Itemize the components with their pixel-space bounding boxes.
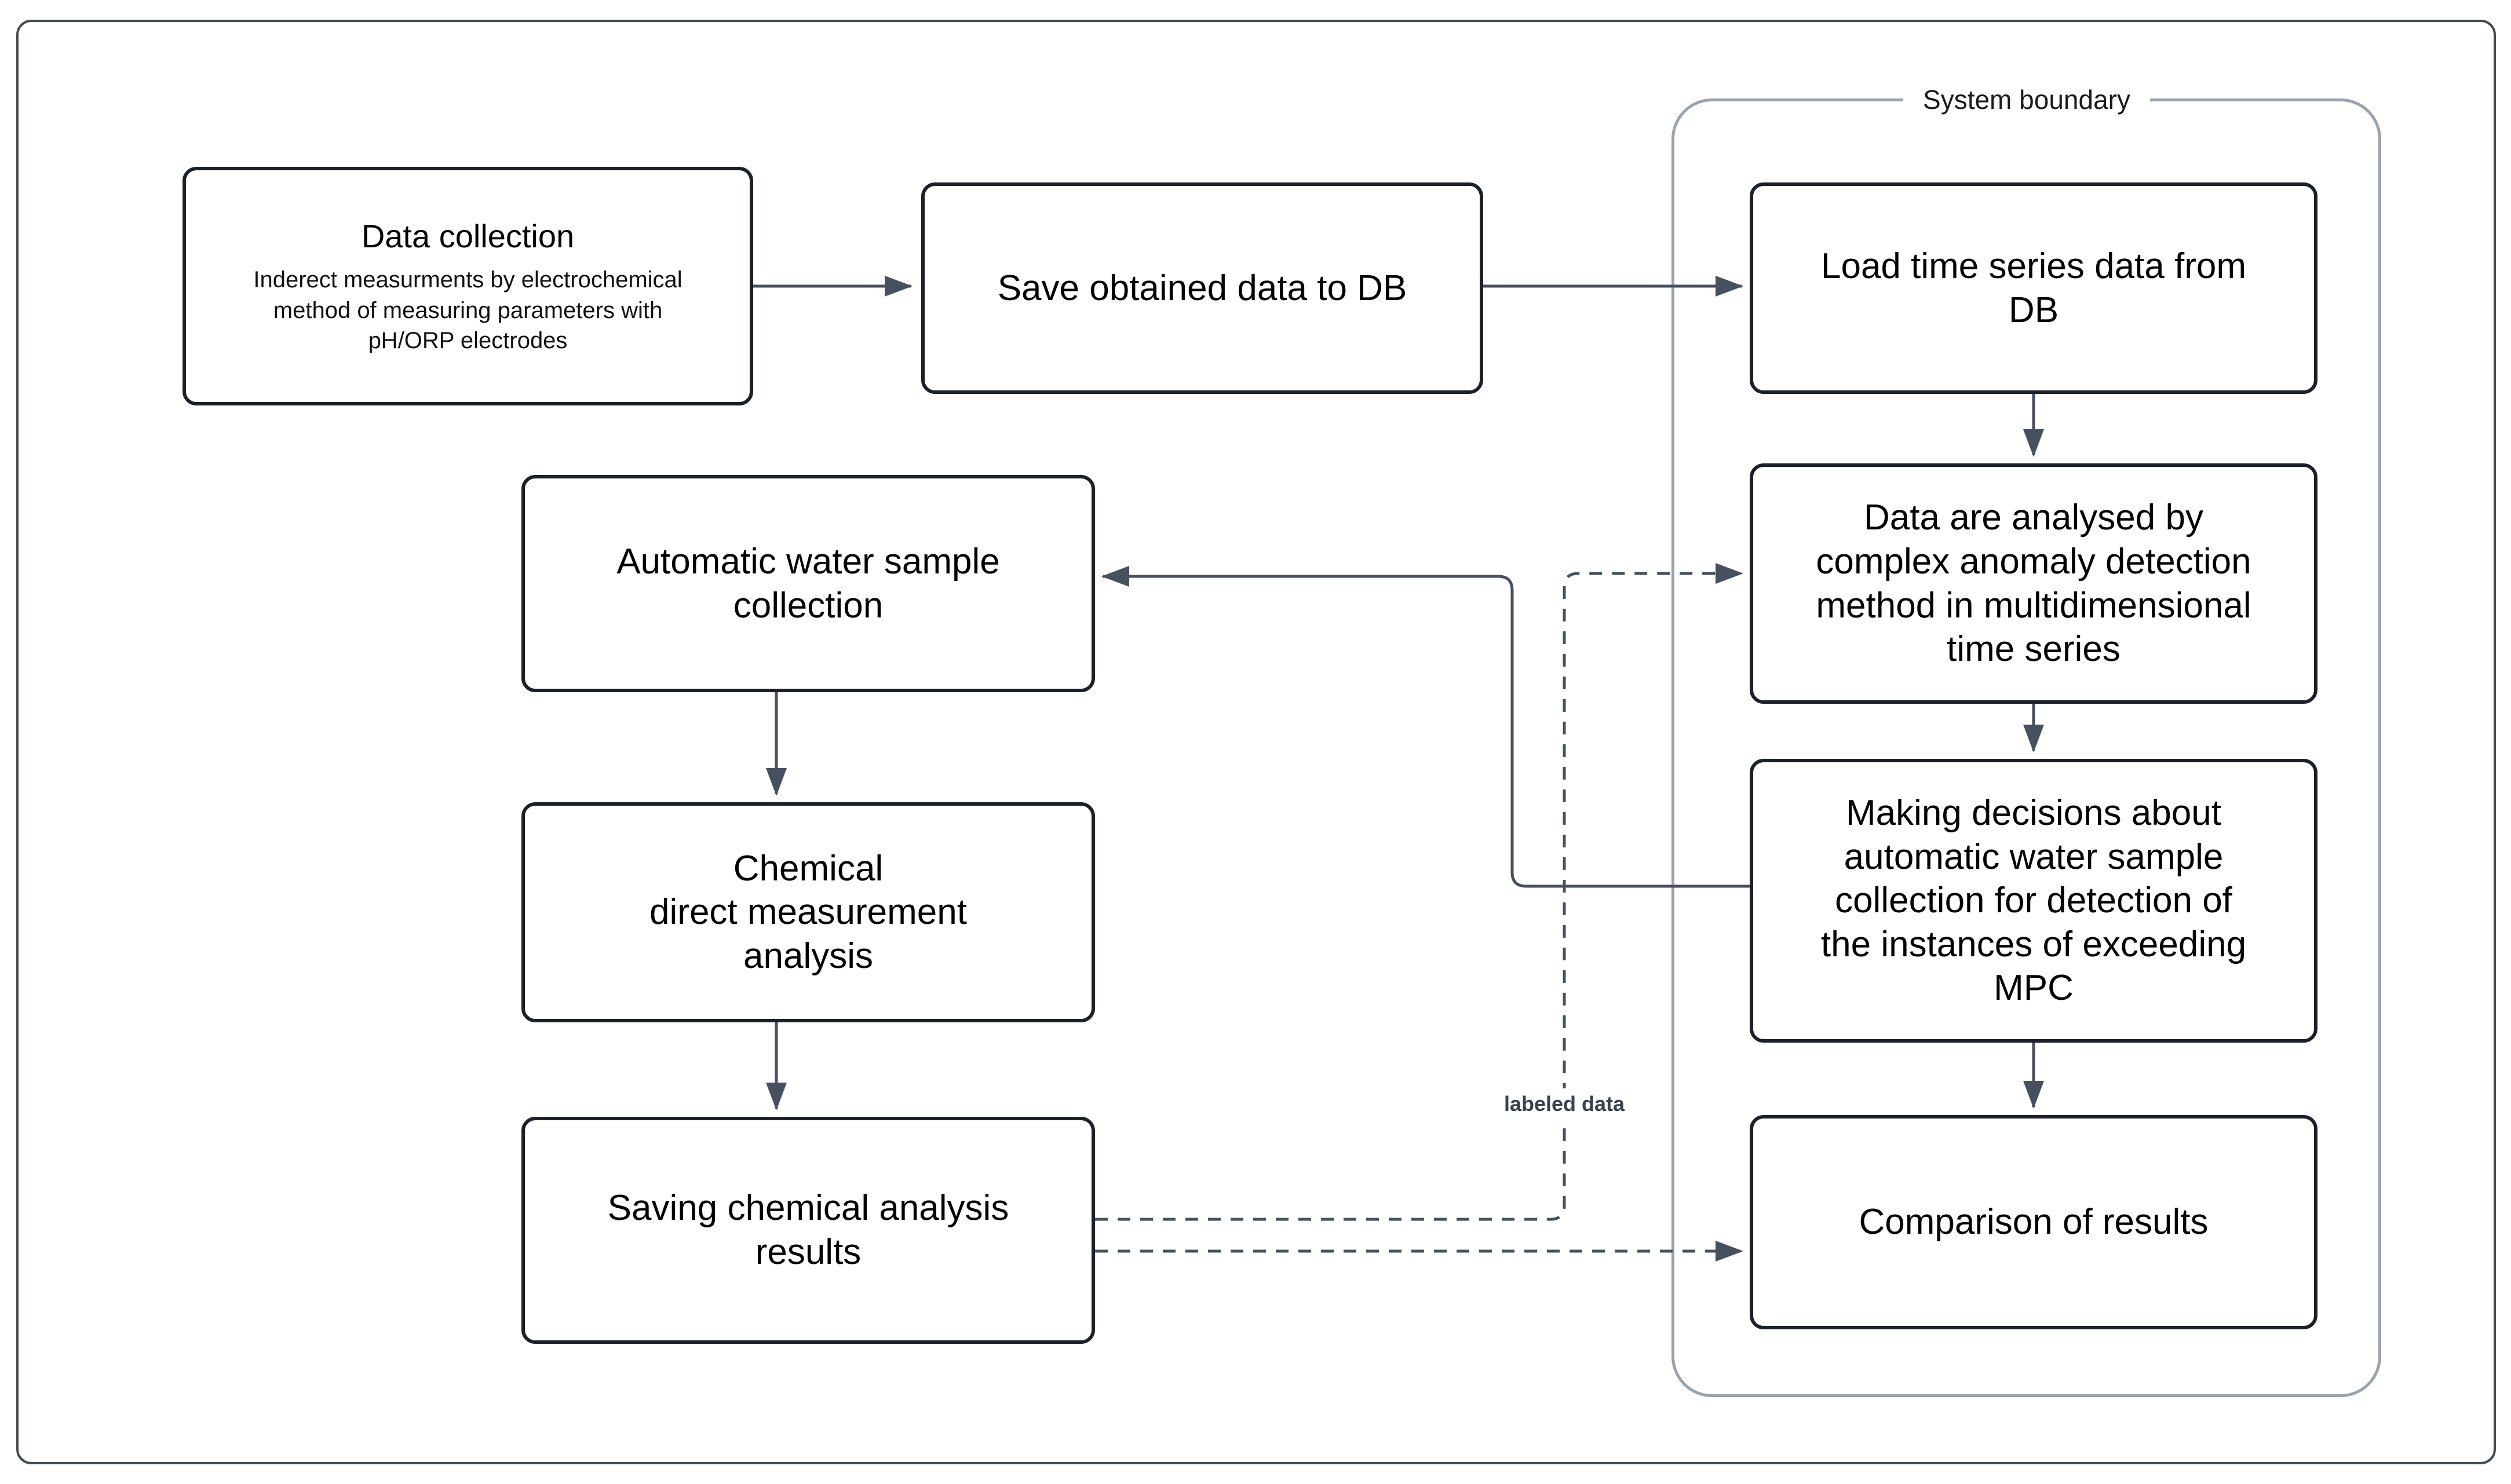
edge-saving-to-analysed-dashed (1095, 563, 1743, 1221)
node-decisions-label: Making decisions about automatic water s… (1820, 792, 2247, 1008)
node-data-collection-subtitle: Inderect measurments by electrochemical … (253, 266, 683, 354)
node-auto-sample: Automatic water sample collection (521, 475, 1095, 692)
node-analysed-label: Data are analysed by complex anomaly det… (1816, 498, 2251, 670)
node-comparison: Comparison of results (1750, 1115, 2317, 1329)
node-data-collection: Data collection Inderect measurments by … (183, 167, 753, 405)
node-saving-results-label: Saving chemical analysis results (607, 1188, 1009, 1272)
node-load-db-label: Load time series data from DB (1820, 246, 2246, 330)
node-load-db: Load time series data from DB (1750, 182, 2317, 394)
node-save-db: Save obtained data to DB (921, 182, 1483, 394)
node-saving-results: Saving chemical analysis results (521, 1117, 1095, 1344)
node-decisions: Making decisions about automatic water s… (1750, 759, 2317, 1043)
node-save-db-label: Save obtained data to DB (997, 268, 1407, 308)
node-auto-sample-label: Automatic water sample collection (616, 541, 1000, 626)
node-chemical: Chemical direct measurement analysis (521, 802, 1095, 1022)
system-boundary-label: System boundary (1903, 81, 2150, 119)
node-analysed: Data are analysed by complex anomaly det… (1750, 463, 2317, 704)
node-chemical-label: Chemical direct measurement analysis (649, 848, 967, 976)
edge-decisions-to-autosample-feedback (1101, 566, 1750, 888)
node-comparison-label: Comparison of results (1859, 1202, 2209, 1242)
node-data-collection-title: Data collection (361, 217, 575, 254)
labeled-data-label: labeled data (1497, 1088, 1632, 1120)
